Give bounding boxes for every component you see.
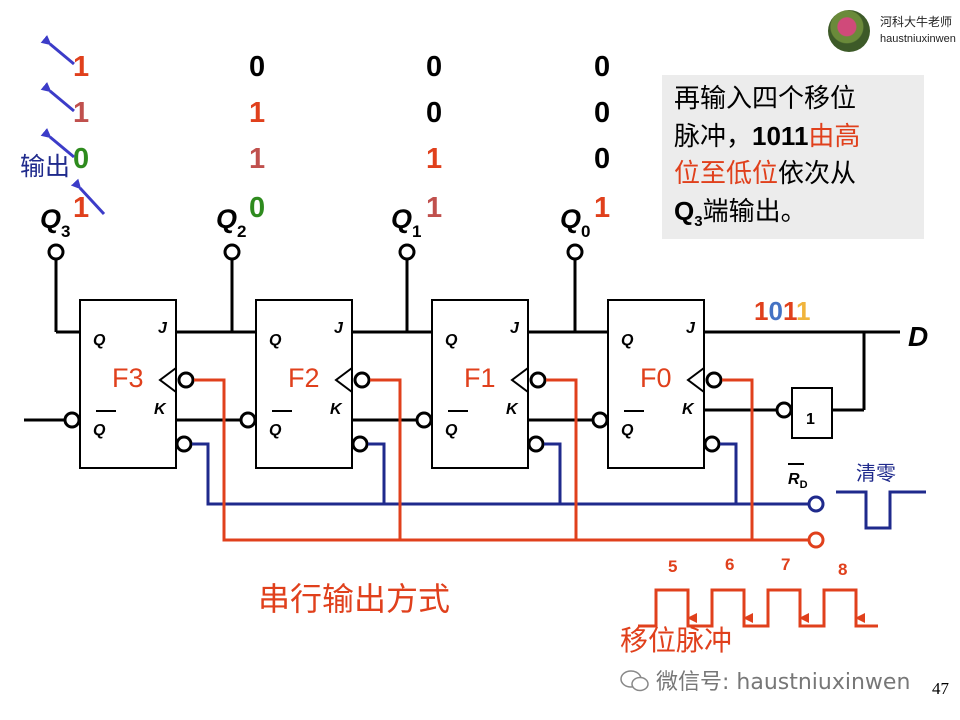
svg-text:Q: Q bbox=[269, 422, 282, 439]
bit-q1-row2: 0 bbox=[426, 97, 442, 129]
avatar bbox=[828, 10, 870, 52]
clear-label: 清零 bbox=[856, 461, 896, 485]
flip-flop-f2: Q J K Q F2 bbox=[239, 299, 371, 469]
svg-text:Q: Q bbox=[621, 422, 634, 439]
bit-q0-row2: 0 bbox=[594, 97, 610, 129]
svg-text:1: 1 bbox=[806, 411, 815, 428]
pulse-number-8: 8 bbox=[838, 560, 847, 579]
svg-text:K: K bbox=[154, 401, 167, 418]
bit-row-4: 1 0 1 1 bbox=[73, 192, 610, 224]
brand-subtitle: haustniuxinwen bbox=[880, 33, 956, 45]
input-data-label: 1011 bbox=[754, 296, 810, 326]
watermark: 微信号: haustniuxinwen bbox=[620, 664, 910, 696]
black-wires bbox=[24, 260, 900, 422]
bit-q3-row3: 0 bbox=[73, 143, 89, 175]
page-number: 47 bbox=[932, 679, 949, 698]
q3-label: Q3 bbox=[40, 204, 70, 241]
bit-q1-row1: 0 bbox=[426, 51, 442, 83]
svg-text:K: K bbox=[682, 401, 695, 418]
flip-flop-f3: Q J K Q F3 bbox=[63, 299, 195, 469]
inverter-gate: 1 bbox=[775, 387, 833, 439]
q2-label: Q2 bbox=[216, 204, 246, 241]
q1-label: Q1 bbox=[391, 204, 421, 241]
note-line-3: 位至低位依次从 bbox=[674, 159, 857, 189]
bit-row-3: 0 1 1 0 bbox=[73, 143, 610, 175]
input-digit: 1 bbox=[783, 296, 797, 326]
shift-pulse-label: 移位脉冲 bbox=[620, 624, 732, 657]
rd-label: RD bbox=[788, 471, 808, 491]
bit-q0-row3: 0 bbox=[594, 143, 610, 175]
q-labels: Q3 Q2 Q1 Q0 bbox=[40, 204, 590, 241]
note-line-1: 再输入四个移位 bbox=[674, 84, 857, 114]
svg-text:F2: F2 bbox=[288, 363, 320, 393]
pulse-number-6: 6 bbox=[725, 555, 734, 574]
svg-text:K: K bbox=[330, 401, 343, 418]
brand-title: 河科大牛老师 bbox=[880, 15, 953, 29]
bit-q3-row2: 1 bbox=[73, 97, 89, 129]
shift-pulses: 5 6 7 8 bbox=[638, 555, 878, 628]
bit-row-1: 1 0 0 0 bbox=[73, 51, 610, 83]
input-digit: 0 bbox=[768, 296, 782, 326]
bit-q2-row4: 0 bbox=[249, 192, 265, 224]
svg-text:F0: F0 bbox=[640, 363, 672, 393]
flip-flop-f0: Q J K Q F0 bbox=[591, 299, 723, 469]
svg-text:Q: Q bbox=[445, 332, 458, 349]
flip-flops: Q J K Q F3 Q J K Q F2 Q J bbox=[63, 299, 723, 469]
svg-text:J: J bbox=[158, 320, 168, 337]
output-arrow-icon bbox=[40, 35, 75, 66]
input-digit: 1 bbox=[754, 296, 768, 326]
output-label: 输出 bbox=[20, 152, 70, 181]
bit-q0-row4: 1 bbox=[594, 192, 610, 224]
output-arrow-icon bbox=[70, 178, 106, 216]
flip-flop-f1: Q J K Q F1 bbox=[415, 299, 547, 469]
svg-text:Q: Q bbox=[269, 332, 282, 349]
q0-label: Q0 bbox=[560, 204, 590, 241]
brand-block: 河科大牛老师 haustniuxinwen bbox=[828, 7, 956, 55]
output-arrows bbox=[40, 35, 106, 216]
bit-q1-row4: 1 bbox=[426, 192, 442, 224]
svg-text:Q: Q bbox=[621, 332, 634, 349]
bit-q3-row1: 1 bbox=[73, 51, 89, 83]
bit-q2-row1: 0 bbox=[249, 51, 265, 83]
pulse-number-7: 7 bbox=[781, 555, 790, 574]
note-line-2: 脉冲，1011由高 bbox=[674, 121, 861, 152]
d-input-label: D bbox=[908, 321, 928, 352]
shift-pulse-waveform bbox=[638, 588, 878, 628]
svg-text:Q: Q bbox=[93, 422, 106, 439]
svg-text:J: J bbox=[334, 320, 344, 337]
svg-text:K: K bbox=[506, 401, 519, 418]
svg-text:Q: Q bbox=[93, 332, 106, 349]
clear-pulse-waveform bbox=[836, 490, 926, 530]
svg-text:F3: F3 bbox=[112, 363, 144, 393]
note-line-4: Q3端输出。 bbox=[674, 196, 807, 231]
explanation-note: 再输入四个移位 脉冲，1011由高 位至低位依次从 Q3端输出。 bbox=[662, 75, 924, 239]
clear-terminal[interactable] bbox=[807, 495, 825, 513]
svg-text:J: J bbox=[510, 320, 520, 337]
bit-row-2: 1 1 0 0 bbox=[73, 97, 610, 129]
pulse-number-5: 5 bbox=[668, 557, 677, 576]
bit-q0-row1: 0 bbox=[594, 51, 610, 83]
mode-label: 串行输出方式 bbox=[258, 580, 450, 618]
svg-text:Q: Q bbox=[445, 422, 458, 439]
output-arrow-icon bbox=[40, 82, 75, 113]
clear-bus bbox=[192, 442, 808, 506]
output-pins bbox=[47, 243, 584, 261]
output-bit-table: 1 0 0 0 1 1 0 0 0 1 1 0 1 0 1 1 bbox=[73, 51, 610, 224]
wechat-icon bbox=[620, 670, 649, 692]
bit-q2-row3: 1 bbox=[249, 143, 265, 175]
svg-text:J: J bbox=[686, 320, 696, 337]
svg-text:F1: F1 bbox=[464, 363, 496, 393]
bit-q3-row4: 1 bbox=[73, 192, 89, 224]
clock-bus bbox=[194, 378, 808, 542]
bit-q1-row3: 1 bbox=[426, 143, 442, 175]
bit-q2-row2: 1 bbox=[249, 97, 265, 129]
output-arrow-icon bbox=[40, 128, 75, 159]
input-digit: 1 bbox=[796, 296, 810, 326]
clock-terminal[interactable] bbox=[807, 531, 825, 549]
